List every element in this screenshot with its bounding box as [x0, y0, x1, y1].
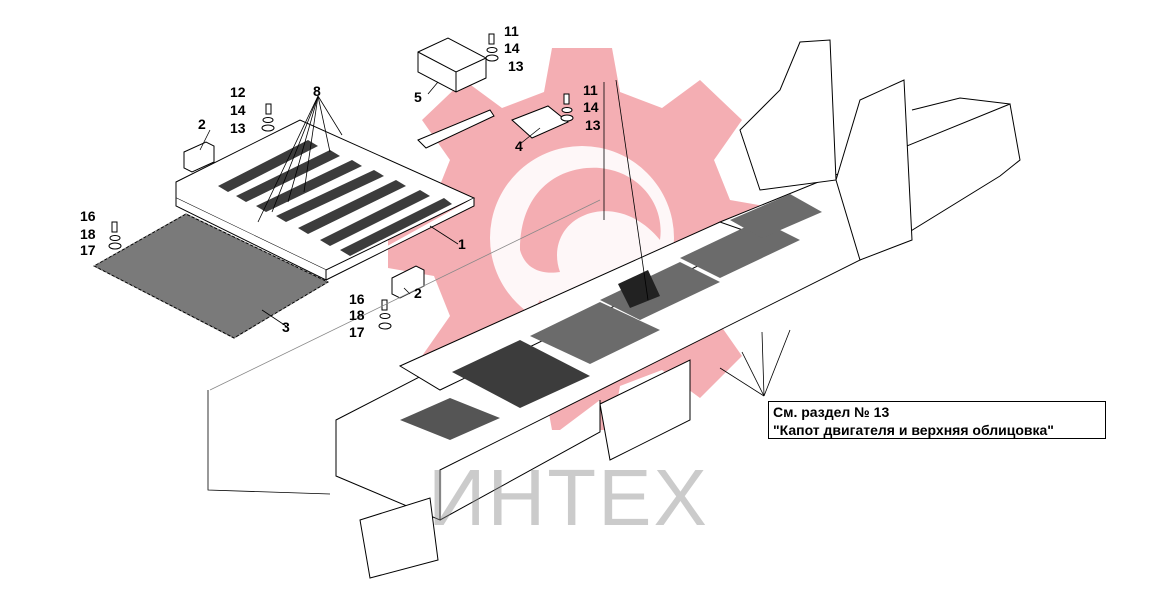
callout-18-left: 18 — [80, 226, 96, 242]
callout-11-top: 11 — [504, 23, 519, 39]
section-reference-box: См. раздел № 13 "Капот двигателя и верхн… — [768, 401, 1106, 439]
part-8-strips — [218, 140, 452, 256]
callout-13-top: 13 — [508, 58, 524, 74]
callout-2-right: 2 — [414, 285, 422, 301]
callout-12: 12 — [230, 84, 246, 100]
callout-16-right: 16 — [349, 291, 365, 307]
callout-5: 5 — [414, 89, 422, 105]
part-5-box — [417, 37, 487, 93]
callout-17-left: 17 — [80, 242, 96, 258]
callout-11-mid: 11 — [583, 82, 598, 98]
reference-line-2: "Капот двигателя и верхняя облицовка" — [773, 422, 1054, 438]
callout-1: 1 — [458, 236, 466, 252]
reference-line-1: См. раздел № 13 — [773, 404, 890, 420]
callout-13-mid: 13 — [585, 117, 601, 133]
part-4-plate — [417, 105, 569, 149]
callout-14-top: 14 — [504, 40, 520, 56]
leader-lines — [199, 79, 791, 495]
callout-2-left: 2 — [198, 116, 206, 132]
callout-14-mid: 14 — [583, 99, 599, 115]
part-3-mat — [92, 213, 330, 339]
frame-mats — [400, 194, 822, 440]
callout-4: 4 — [515, 138, 523, 154]
callout-17-right: 17 — [349, 324, 365, 340]
callout-8: 8 — [313, 83, 321, 99]
callout-18-right: 18 — [349, 307, 365, 323]
callout-3: 3 — [282, 319, 290, 335]
callout-14-left: 14 — [230, 102, 246, 118]
callout-13-left: 13 — [230, 120, 246, 136]
callout-16-left: 16 — [80, 208, 96, 224]
fasteners — [108, 33, 574, 330]
watermark-text: ИНТЕХ — [428, 453, 709, 542]
